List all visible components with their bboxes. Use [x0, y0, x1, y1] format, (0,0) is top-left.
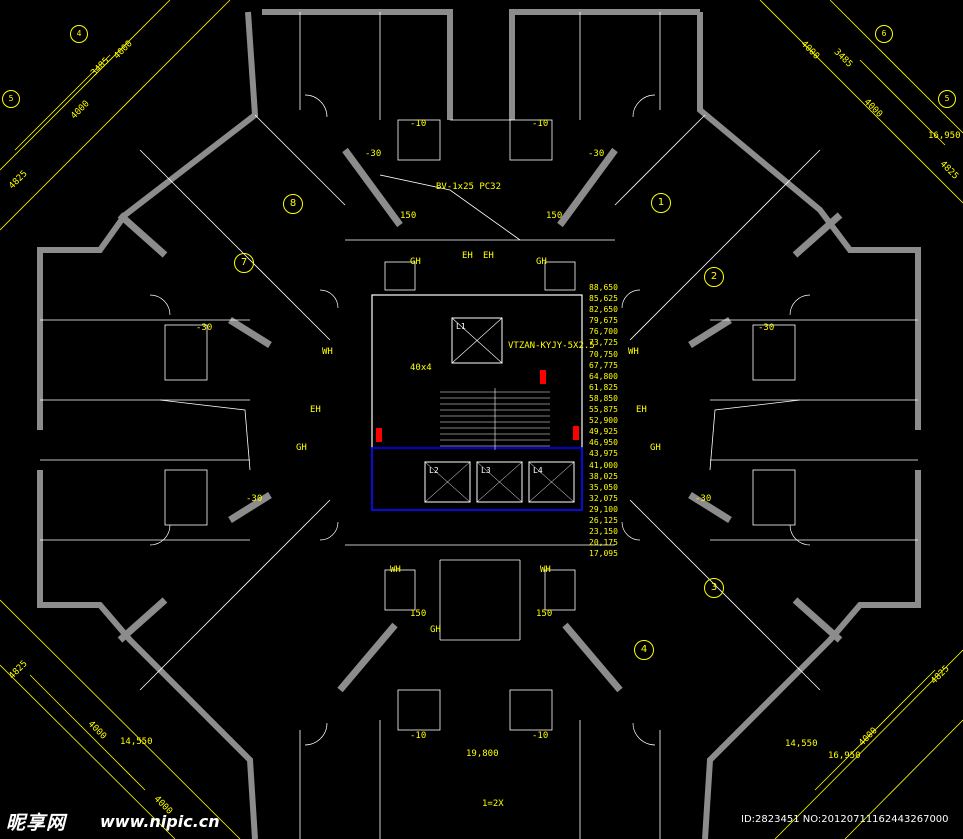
- dim-14550-right: 14,550: [785, 739, 818, 749]
- tag-gh-2: GH: [536, 257, 547, 267]
- cable-spec-core: VTZAN-KYJY-5X2.5: [508, 341, 595, 351]
- tag-gh-3: GH: [296, 443, 307, 453]
- elevation-item: 85,625: [589, 294, 618, 304]
- unit-number-3: 3: [704, 578, 724, 598]
- axis-bubble-right: 5: [938, 90, 956, 108]
- elevation-item: 61,825: [589, 382, 618, 392]
- diagonal-walls: [117, 147, 843, 693]
- lift-l3-label: L3: [481, 466, 491, 475]
- red-equipment: [376, 370, 579, 442]
- elevation-item: 46,950: [589, 438, 618, 448]
- tag-minus30-2: -30: [588, 149, 605, 159]
- elevation-item: 73,725: [589, 338, 618, 348]
- tag-minus30-4: -30: [758, 323, 775, 333]
- unit-number-7: 7: [234, 253, 254, 273]
- tag-wh-1: WH: [322, 347, 333, 357]
- dim-19800: 19,800: [466, 749, 499, 759]
- door-swings: [149, 94, 811, 746]
- tag-150-lower-right: 150: [536, 609, 553, 619]
- elevation-item: 64,800: [589, 371, 618, 381]
- tag-wh-3: WH: [540, 565, 551, 575]
- axis-bubble-left: 5: [2, 90, 20, 108]
- tag-minus30-3: -30: [196, 323, 213, 333]
- elevation-item: 70,750: [589, 349, 618, 359]
- tag-wh-4: WH: [390, 565, 401, 575]
- elevation-item: 76,700: [589, 327, 618, 337]
- axis-bubble-top-left: 4: [70, 25, 88, 43]
- elevation-item: 43,975: [589, 449, 618, 459]
- elevation-list: 88,650 85,625 82,650 79,675 76,700 73,72…: [589, 282, 618, 559]
- tag-eh-4: EH: [636, 405, 647, 415]
- elevation-item: 67,775: [589, 360, 618, 370]
- elevation-item: 88,650: [589, 283, 618, 292]
- elevation-item: 82,650: [589, 305, 618, 315]
- tag-eh-3: EH: [310, 405, 321, 415]
- tag-wh-2: WH: [628, 347, 639, 357]
- scale-note: 1=2X: [482, 799, 504, 809]
- unit-number-2: 2: [704, 267, 724, 287]
- cable-spec-top: BV-1x25 PC32: [436, 182, 502, 192]
- elevation-item: 32,075: [589, 493, 618, 503]
- tag-eh-1: EH: [462, 251, 473, 261]
- lift-l4-label: L4: [533, 466, 543, 475]
- tag-minus10-2: -10: [532, 119, 549, 129]
- dim-14550-left: 14,550: [120, 737, 153, 747]
- elevation-item: 26,125: [589, 515, 618, 525]
- tag-minus30-6: -30: [695, 494, 712, 504]
- watermark-id: ID:2823451 NO:20120711162443267000: [741, 814, 949, 825]
- elevation-item: 23,150: [589, 527, 618, 537]
- watermark-url: www.nipic.cn: [100, 812, 220, 831]
- elevation-item: 79,675: [589, 316, 618, 326]
- elevation-item: 35,050: [589, 482, 618, 492]
- tag-minus10-4: -10: [532, 731, 549, 741]
- lift-l1-label: L1: [456, 322, 466, 331]
- unit-number-4: 4: [634, 640, 654, 660]
- wet-rooms: [164, 119, 796, 731]
- tag-gh-1: GH: [410, 257, 421, 267]
- elevation-item: 55,875: [589, 405, 618, 415]
- elevation-item: 58,850: [589, 393, 618, 403]
- tag-minus10-1: -10: [410, 119, 427, 129]
- lift-l2-label: L2: [429, 466, 439, 475]
- tag-150-left: 150: [400, 211, 417, 221]
- unit-number-1: 1: [651, 193, 671, 213]
- bus-label: 40x4: [410, 363, 432, 373]
- watermark-logo: 昵享网: [6, 812, 67, 834]
- tag-gh-4: GH: [650, 443, 661, 453]
- elevation-item: 41,000: [589, 460, 618, 470]
- stair-treads: [440, 388, 550, 450]
- tag-minus30-1: -30: [365, 149, 382, 159]
- interior-lines: [40, 12, 918, 839]
- elevation-item: 38,025: [589, 471, 618, 481]
- dim-16950-bottom-right: 16,950: [828, 751, 861, 761]
- elevation-item: 49,925: [589, 427, 618, 437]
- axis-bubble-top-right: 6: [875, 25, 893, 43]
- unit-number-8: 8: [283, 194, 303, 214]
- dim-16950-right: 16,950: [928, 131, 961, 141]
- elevation-item: 17,095: [589, 549, 618, 559]
- tag-150-lower-left: 150: [410, 609, 427, 619]
- tag-gh-5: GH: [430, 625, 441, 635]
- tag-eh-2: EH: [483, 251, 494, 261]
- tag-minus30-5: -30: [246, 494, 263, 504]
- outer-walls: [37, 9, 921, 839]
- central-core: [371, 294, 583, 511]
- tag-150-right: 150: [546, 211, 563, 221]
- elevation-item: 20,175: [589, 538, 618, 548]
- tag-minus10-3: -10: [410, 731, 427, 741]
- elevation-item: 52,900: [589, 416, 618, 426]
- elevation-item: 29,100: [589, 504, 618, 514]
